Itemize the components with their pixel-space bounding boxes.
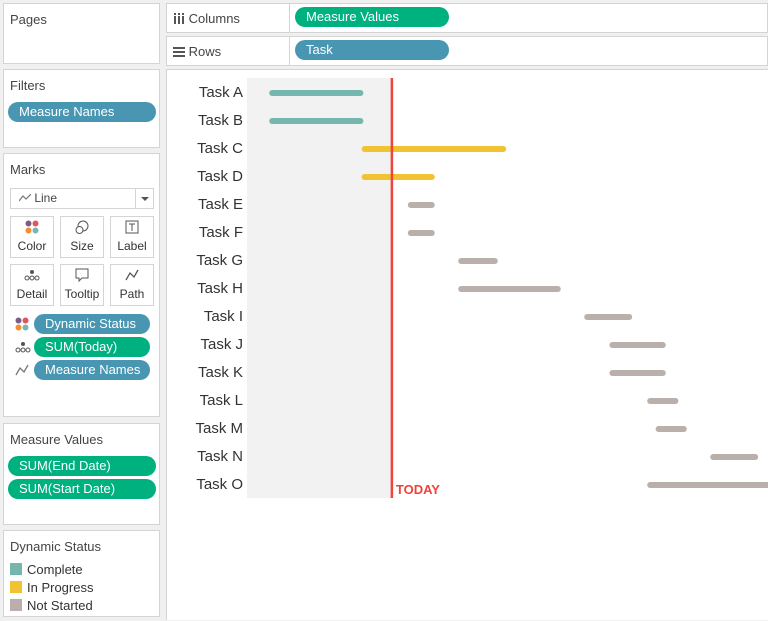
task-label: Task K (197, 364, 243, 381)
measure-pill-end-date[interactable]: SUM(End Date) (8, 456, 156, 476)
filters-card: Filters Measure Names (3, 69, 160, 148)
rows-shelf[interactable]: Rows Task (166, 36, 768, 66)
divider (289, 4, 290, 32)
task-label: Task F (198, 224, 243, 241)
task-label: Task N (197, 448, 243, 465)
marks-field-dynamic-status[interactable]: Dynamic Status (34, 314, 150, 334)
columns-icon (174, 13, 184, 24)
marks-title: Marks (10, 162, 46, 177)
label-button[interactable]: Label (110, 216, 154, 258)
color-icon (15, 317, 29, 331)
columns-label: Columns (173, 11, 240, 26)
task-label: Task D (197, 168, 243, 185)
line-icon (18, 193, 32, 202)
pages-title: Pages (10, 12, 47, 27)
swatch (10, 599, 22, 611)
divider (289, 37, 290, 65)
marks-field-measure-names[interactable]: Measure Names (34, 360, 150, 380)
filters-title: Filters (10, 78, 46, 93)
today-label: TODAY (396, 482, 440, 497)
path-icon (15, 364, 29, 376)
task-label: Task C (197, 140, 243, 157)
size-icon (75, 220, 89, 234)
legend-title: Dynamic Status (10, 539, 102, 554)
path-icon (125, 269, 139, 281)
task-label: Task G (196, 252, 243, 269)
detail-icon (15, 342, 31, 353)
measure-values-card: Measure Values SUM(End Date) SUM(Start D… (3, 423, 160, 525)
task-label: Task A (198, 84, 243, 101)
swatch (10, 563, 22, 575)
rows-icon (173, 47, 185, 57)
tooltip-icon (75, 268, 89, 282)
task-label: Task H (197, 280, 243, 297)
swatch (10, 581, 22, 593)
past-shade (247, 78, 392, 498)
legend-item-in-progress[interactable]: In Progress (10, 580, 93, 595)
task-label: Task E (197, 196, 243, 213)
path-button[interactable]: Path (110, 264, 154, 306)
columns-pill-measure-values[interactable]: Measure Values (295, 7, 449, 27)
size-button[interactable]: Size (60, 216, 104, 258)
task-label: Task L (199, 392, 243, 409)
label-icon (125, 220, 139, 234)
columns-shelf[interactable]: Columns Measure Values (166, 3, 768, 33)
detail-icon (24, 270, 40, 281)
view-area: TODAY Task A Task B Task C Task D Task E Task… (166, 69, 768, 620)
marks-card: Marks Line Color Size Label Detail Toolt… (3, 153, 160, 417)
legend-item-not-started[interactable]: Not Started (10, 598, 93, 613)
measure-pill-start-date[interactable]: SUM(Start Date) (8, 479, 156, 499)
chevron-down-icon (135, 189, 149, 208)
color-icon (25, 220, 39, 234)
marks-field-sum-today[interactable]: SUM(Today) (34, 337, 150, 357)
legend-card: Dynamic Status Complete In Progress Not … (3, 530, 160, 617)
filter-pill-measure-names[interactable]: Measure Names (8, 102, 156, 122)
task-label: Task M (195, 420, 243, 437)
legend-item-complete[interactable]: Complete (10, 562, 83, 577)
task-label: Task I (203, 308, 243, 325)
task-label: Task O (196, 476, 243, 493)
color-button[interactable]: Color (10, 216, 54, 258)
detail-button[interactable]: Detail (10, 264, 54, 306)
measure-values-title: Measure Values (10, 432, 103, 447)
task-label: Task B (197, 112, 243, 129)
task-label: Task J (200, 336, 243, 353)
rows-pill-task[interactable]: Task (295, 40, 449, 60)
rows-label: Rows (173, 44, 221, 59)
mark-type-dropdown[interactable]: Line (10, 188, 154, 209)
gantt-chart: TODAY (247, 78, 768, 498)
tooltip-button[interactable]: Tooltip (60, 264, 104, 306)
pages-card: Pages (3, 3, 160, 64)
